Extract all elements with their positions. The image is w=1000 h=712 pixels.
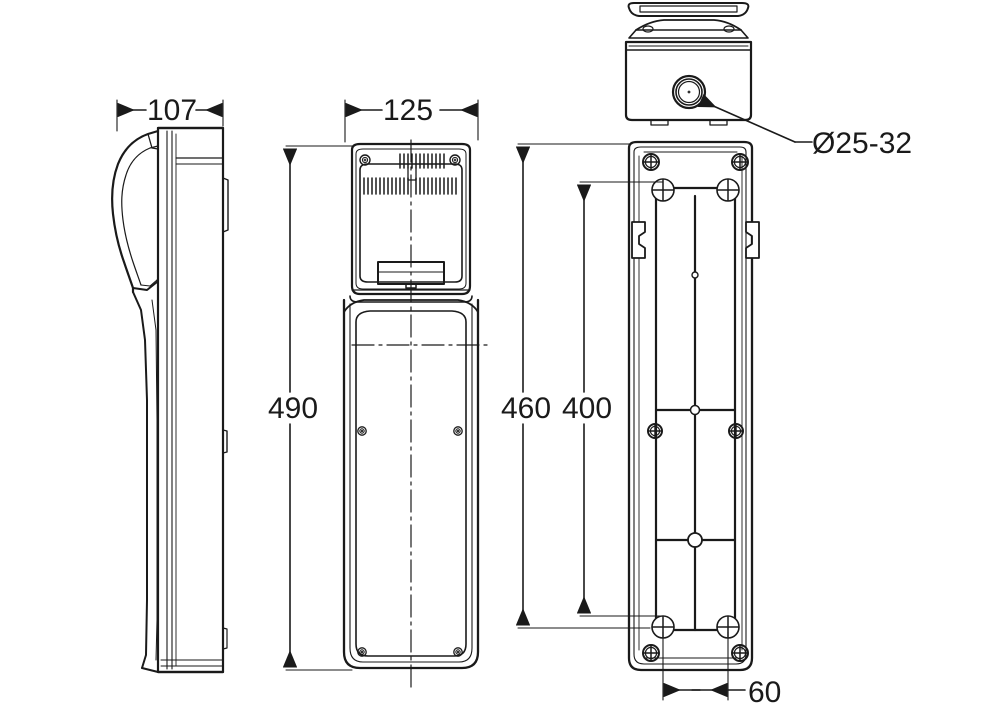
front-reader-block bbox=[377, 261, 445, 285]
topview-shoulder-curve bbox=[635, 19, 742, 31]
dim-label-60: 60 bbox=[748, 676, 781, 709]
topview-cap bbox=[627, 2, 750, 17]
rear-mount-hole-tr bbox=[716, 178, 740, 202]
front-head-screw-right bbox=[449, 154, 461, 166]
side-lower-taper-inner bbox=[151, 299, 158, 661]
front-head-face bbox=[359, 163, 463, 283]
rear-plate-corner-screw-br bbox=[731, 644, 749, 662]
dimension-60-group bbox=[662, 631, 746, 701]
rear-plate-view-group bbox=[627, 140, 760, 672]
rear-center-knockout-upper bbox=[689, 404, 701, 416]
rear-plate-corner-screw-tr bbox=[731, 153, 749, 171]
side-lower-taper bbox=[132, 291, 148, 669]
dimension-107-group bbox=[116, 99, 224, 132]
cable-gland-hole bbox=[671, 74, 707, 110]
rear-plate-corner-screw-bl bbox=[642, 644, 660, 662]
rear-plate-outline bbox=[627, 140, 754, 672]
front-vent-row-lower bbox=[363, 177, 457, 195]
dim-label-460: 460 bbox=[501, 392, 551, 425]
front-vent-notch bbox=[407, 167, 417, 181]
side-body-outline bbox=[156, 126, 225, 674]
side-hood-top-step bbox=[147, 133, 159, 150]
dimension-400-group bbox=[576, 181, 664, 617]
rear-center-knockout-top bbox=[691, 271, 699, 279]
top-view-group bbox=[624, 2, 753, 126]
dim-label-490: 490 bbox=[268, 392, 318, 425]
topview-foot-left bbox=[650, 119, 669, 126]
front-body-screw-right bbox=[453, 426, 463, 436]
rear-plate-corner-screw-tl bbox=[642, 153, 660, 171]
rear-plate-outline-inner bbox=[633, 146, 747, 665]
front-head-outer bbox=[350, 142, 472, 296]
topview-hole-right bbox=[723, 25, 735, 33]
rear-clip-left bbox=[631, 221, 646, 259]
side-tab-bottom bbox=[222, 627, 228, 650]
diameter-annotation-label: Ø25-32 bbox=[812, 127, 912, 160]
front-vent-row-upper bbox=[399, 153, 445, 169]
front-head-outer-inner bbox=[355, 148, 467, 290]
dim-label-400: 400 bbox=[562, 392, 612, 425]
front-body-screw-bottom-left bbox=[357, 647, 367, 657]
rear-mount-hole-tl bbox=[651, 178, 675, 202]
front-body-outer-inner bbox=[349, 303, 473, 663]
topview-cap-slot bbox=[639, 5, 738, 13]
dimension-125-group bbox=[344, 99, 479, 143]
rear-center-knockout-lower bbox=[687, 532, 703, 548]
topview-shoulder bbox=[628, 29, 749, 39]
side-tab-lower bbox=[222, 429, 228, 454]
side-hood-outline bbox=[110, 129, 160, 294]
dim-label-125: 125 bbox=[383, 94, 433, 127]
diameter-leader-arrow bbox=[697, 93, 796, 143]
side-hood-step-inner bbox=[140, 279, 158, 287]
rear-rail-screw-right bbox=[728, 423, 744, 439]
front-head-screw-left bbox=[359, 154, 371, 166]
dimension-460-group bbox=[515, 143, 651, 629]
dim-label-107: 107 bbox=[147, 94, 197, 127]
side-tab-upper bbox=[222, 177, 229, 233]
diameter-leader-group bbox=[697, 93, 813, 143]
front-body-screw-left bbox=[357, 426, 367, 436]
rear-rail-screw-left bbox=[647, 423, 663, 439]
topview-hole-left bbox=[642, 25, 654, 33]
side-view-group bbox=[110, 126, 229, 674]
front-body-screw-bottom-right bbox=[453, 647, 463, 657]
side-hood-inner bbox=[121, 145, 159, 286]
rear-clip-right bbox=[745, 221, 760, 259]
dimension-490-group bbox=[282, 145, 355, 671]
side-lower-foot bbox=[141, 667, 159, 673]
topview-foot-right bbox=[709, 119, 728, 126]
side-hood-step bbox=[132, 278, 159, 291]
front-view-group bbox=[342, 139, 488, 691]
